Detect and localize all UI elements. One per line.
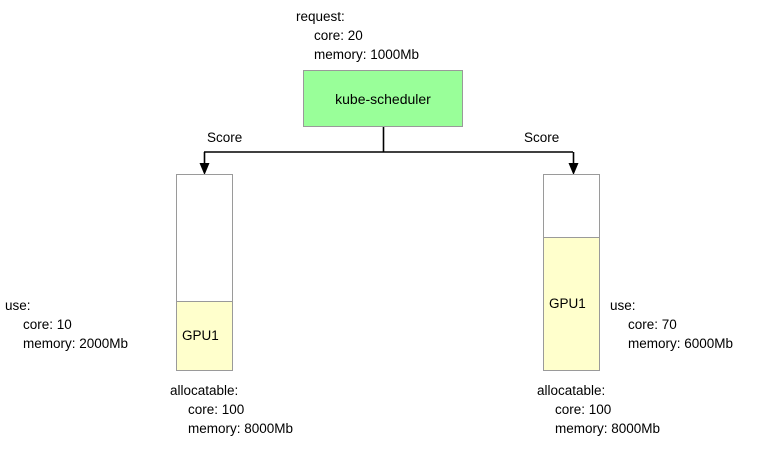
edge-label-score-right: Score bbox=[524, 130, 560, 145]
node-left-allocatable-core: core: 100 bbox=[188, 402, 245, 417]
node-bar-left-gpu-label: GPU1 bbox=[182, 328, 219, 343]
request-spec-block: request: core: 20 memory: 1000Mb bbox=[296, 7, 419, 64]
node-bar-right-gpu-label: GPU1 bbox=[549, 296, 586, 311]
node-left-allocatable-block: allocatable: core: 100 memory: 8000Mb bbox=[170, 381, 293, 438]
node-right-use-core: core: 70 bbox=[628, 317, 677, 332]
node-right-allocatable-memory: memory: 8000Mb bbox=[555, 421, 661, 436]
edge-label-score-left: Score bbox=[207, 130, 243, 145]
request-spec-title: request: bbox=[296, 9, 345, 24]
node-left-allocatable-memory: memory: 8000Mb bbox=[188, 421, 294, 436]
request-spec-memory: memory: 1000Mb bbox=[314, 47, 420, 62]
node-left-use-block: use: core: 10 memory: 2000Mb bbox=[5, 296, 128, 353]
request-spec-core: core: 20 bbox=[314, 28, 363, 43]
node-right-allocatable-block: allocatable: core: 100 memory: 8000Mb bbox=[537, 381, 660, 438]
node-right-use-block: use: core: 70 memory: 6000Mb bbox=[610, 296, 733, 353]
node-bar-left[interactable]: GPU1 bbox=[176, 174, 233, 371]
node-bar-right[interactable]: GPU1 bbox=[543, 174, 600, 371]
node-right-use-memory: memory: 6000Mb bbox=[628, 336, 734, 351]
node-left-use-core: core: 10 bbox=[23, 317, 72, 332]
node-left-use-title: use: bbox=[5, 298, 31, 313]
node-left-allocatable-title: allocatable: bbox=[170, 383, 239, 398]
node-bar-right-used-fill bbox=[544, 237, 599, 370]
node-bar-left-used-fill bbox=[177, 301, 232, 370]
node-right-use-title: use: bbox=[610, 298, 636, 313]
kube-scheduler-node[interactable]: kube-scheduler bbox=[303, 70, 463, 127]
kube-scheduler-label: kube-scheduler bbox=[335, 90, 431, 107]
node-left-use-memory: memory: 2000Mb bbox=[23, 336, 129, 351]
node-right-allocatable-title: allocatable: bbox=[537, 383, 606, 398]
node-right-allocatable-core: core: 100 bbox=[555, 402, 612, 417]
